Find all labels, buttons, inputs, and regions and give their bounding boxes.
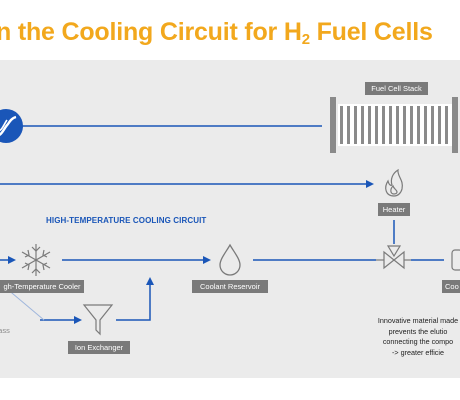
coolant-component-icon: [451, 249, 460, 271]
page-title: n the Cooling Circuit for H2 Fuel Cells: [0, 18, 433, 48]
title-main: n the Cooling Circuit for H: [0, 18, 302, 46]
ion-return-line: [116, 284, 151, 321]
arrow-to-reservoir: [203, 256, 211, 264]
arrow-to-cooler: [8, 256, 16, 264]
title-tail: Fuel Cells: [309, 18, 433, 46]
fuel-cell-stack-label: Fuel Cell Stack: [365, 82, 428, 95]
title-subscript: 2: [301, 31, 310, 48]
flow-arrows: [8, 180, 374, 324]
coolant-reservoir-label: Coolant Reservoir: [192, 280, 268, 293]
note-line: -> greater efficie: [391, 347, 444, 357]
bypass-label: pass: [0, 326, 10, 335]
heater-label: Heater: [378, 203, 410, 216]
note-line: prevents the elutio: [388, 326, 448, 336]
snowflake-icon: [21, 244, 51, 276]
flame-icon: [385, 168, 403, 197]
coolant-label-cut: Coo: [442, 280, 460, 293]
arrow-up-to-loop: [146, 277, 154, 285]
ion-exchanger-label: Ion Exchanger: [68, 341, 130, 354]
pump-icon: [0, 109, 23, 143]
fuel-cell-stack-icon: [330, 97, 458, 153]
drop-icon: [219, 243, 241, 276]
arrow-to-ion-exchanger: [74, 316, 82, 324]
funnel-icon: [82, 304, 114, 336]
note-line: connecting the compo: [382, 337, 454, 346]
circuit-title: HIGH-TEMPERATURE COOLING CIRCUIT: [46, 216, 207, 225]
arrow-to-heater: [366, 180, 374, 188]
note-line: Innovative material made: [377, 316, 459, 325]
material-note: Innovative material made prevents the el…: [358, 316, 460, 358]
valve-icon: [376, 245, 411, 270]
high-temperature-cooler-label: gh-Temperature Cooler: [0, 280, 84, 293]
flow-lines: [0, 125, 444, 321]
